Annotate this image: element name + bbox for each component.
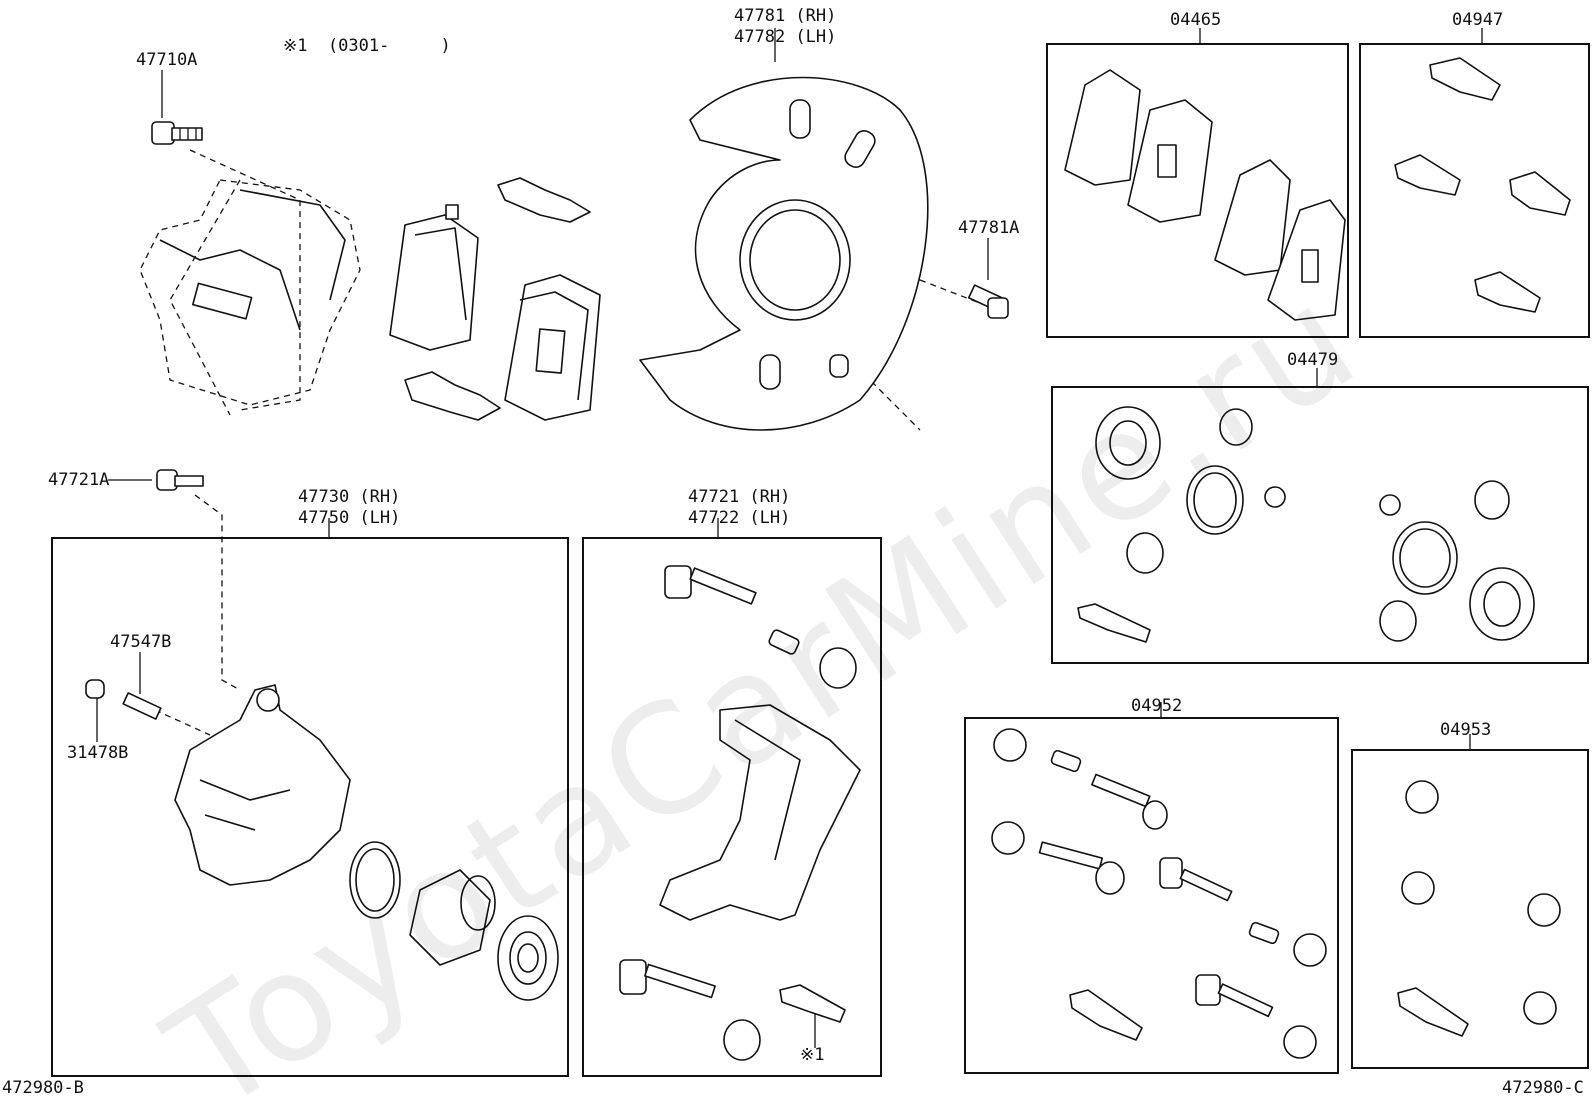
brake-pad-top-1 — [389, 204, 479, 351]
label-04953: 04953 — [1440, 720, 1492, 740]
diagram-ref-right: 472980-C — [1502, 1078, 1584, 1098]
label-47547B: 47547B — [110, 632, 172, 652]
grease-tube-47721 — [779, 984, 846, 1023]
label-04465: 04465 — [1170, 10, 1222, 30]
box-47730 — [51, 537, 569, 1077]
piston-seal — [349, 841, 401, 919]
spring-04952-2 — [1248, 921, 1280, 945]
slide-pin-bottom — [619, 959, 716, 999]
bolt-47781A — [967, 284, 1009, 319]
caliper-top-left — [139, 179, 361, 406]
brake-pad-top-2 — [504, 274, 601, 421]
label-47781A: 47781A — [958, 218, 1020, 238]
dust-cover-47781 — [639, 76, 929, 431]
bleeder-cap-31478B — [85, 679, 105, 699]
bolt-47710A — [151, 121, 203, 145]
label-mark-1: ※1 — [800, 1045, 825, 1065]
boot-04953-3 — [1527, 893, 1561, 927]
slide-pin-04952-1 — [1091, 773, 1168, 830]
dust-boot-04479-3 — [1474, 480, 1510, 520]
dust-boot-04479-1 — [1219, 408, 1253, 446]
pad-04465-3 — [1214, 159, 1291, 276]
label-47721A: 47721A — [48, 470, 110, 490]
caliper-mounting-bracket — [659, 704, 861, 921]
seal-ring-04479-1 — [1186, 465, 1244, 535]
label-47710A: 47710A — [136, 50, 198, 70]
boot-04952-1 — [993, 728, 1027, 762]
boot-04953-4 — [1523, 991, 1557, 1025]
clip-04947-4 — [1474, 271, 1541, 313]
slide-pin-boot-top — [819, 647, 857, 689]
cap-04479-1 — [1264, 486, 1286, 508]
label-31478B: 31478B — [67, 743, 129, 763]
label-04479: 04479 — [1287, 350, 1339, 370]
boot-04479-2 — [1469, 567, 1535, 641]
label-note-1: ※1 (0301- ) — [283, 36, 451, 56]
boot-04952-4 — [1283, 1025, 1317, 1059]
spring-04952-1 — [1050, 749, 1082, 773]
boot-04952-3 — [1293, 933, 1327, 967]
grease-tube-04952 — [1069, 989, 1143, 1041]
boot-04953-1 — [1405, 780, 1439, 814]
grease-tube-04479 — [1077, 603, 1151, 643]
box-04465 — [1046, 43, 1349, 338]
box-04947 — [1359, 43, 1590, 338]
bleeder-plug-47547B — [122, 692, 162, 720]
label-47721-rh: 47721 (RH) — [688, 487, 791, 507]
cylinder-boot — [497, 915, 559, 1001]
clip-04947-3 — [1509, 171, 1571, 216]
seal-ring-04479-2 — [1392, 521, 1458, 595]
slide-pin-boot-bottom — [723, 1019, 761, 1061]
bolt-47721A — [156, 469, 204, 491]
label-47730-rh: 47730 (RH) — [298, 487, 401, 507]
slide-pin-04952-3 — [1159, 857, 1233, 902]
pad-04465-2 — [1127, 99, 1213, 223]
diagram-ref-left: 472980-B — [2, 1078, 84, 1098]
label-47722-lh: 47722 (LH) — [688, 508, 791, 528]
label-47782-lh: 47782 (LH) — [734, 27, 837, 47]
slide-pin-04952-4 — [1195, 974, 1274, 1018]
boot-04953-2 — [1401, 871, 1435, 905]
anti-squeal-clip-top — [497, 177, 591, 223]
cap-04479-2 — [1379, 494, 1401, 516]
dust-boot-04479-2 — [1126, 532, 1164, 574]
pad-04465-4 — [1267, 199, 1346, 321]
label-04947: 04947 — [1452, 10, 1504, 30]
box-47721 — [582, 537, 882, 1077]
clip-04947-1 — [1429, 57, 1501, 101]
label-47781-rh: 47781 (RH) — [734, 6, 837, 26]
boot-04479-1 — [1095, 406, 1161, 480]
spring-bushing — [768, 629, 800, 655]
anti-squeal-clip-bottom — [404, 371, 501, 421]
dust-boot-04479-4 — [1379, 600, 1417, 642]
label-47750-lh: 47750 (LH) — [298, 508, 401, 528]
slide-pin-04952-2 — [1038, 841, 1125, 895]
pad-04465-1 — [1064, 69, 1141, 186]
boot-04952-2 — [991, 821, 1025, 855]
box-04952 — [964, 717, 1339, 1074]
slide-pin-top — [664, 565, 757, 605]
box-04479 — [1051, 386, 1589, 664]
label-04952: 04952 — [1131, 696, 1183, 716]
piston — [409, 869, 496, 966]
grease-tube-04953 — [1397, 987, 1469, 1037]
clip-04947-2 — [1394, 154, 1461, 196]
caliper-cylinder — [174, 684, 351, 886]
